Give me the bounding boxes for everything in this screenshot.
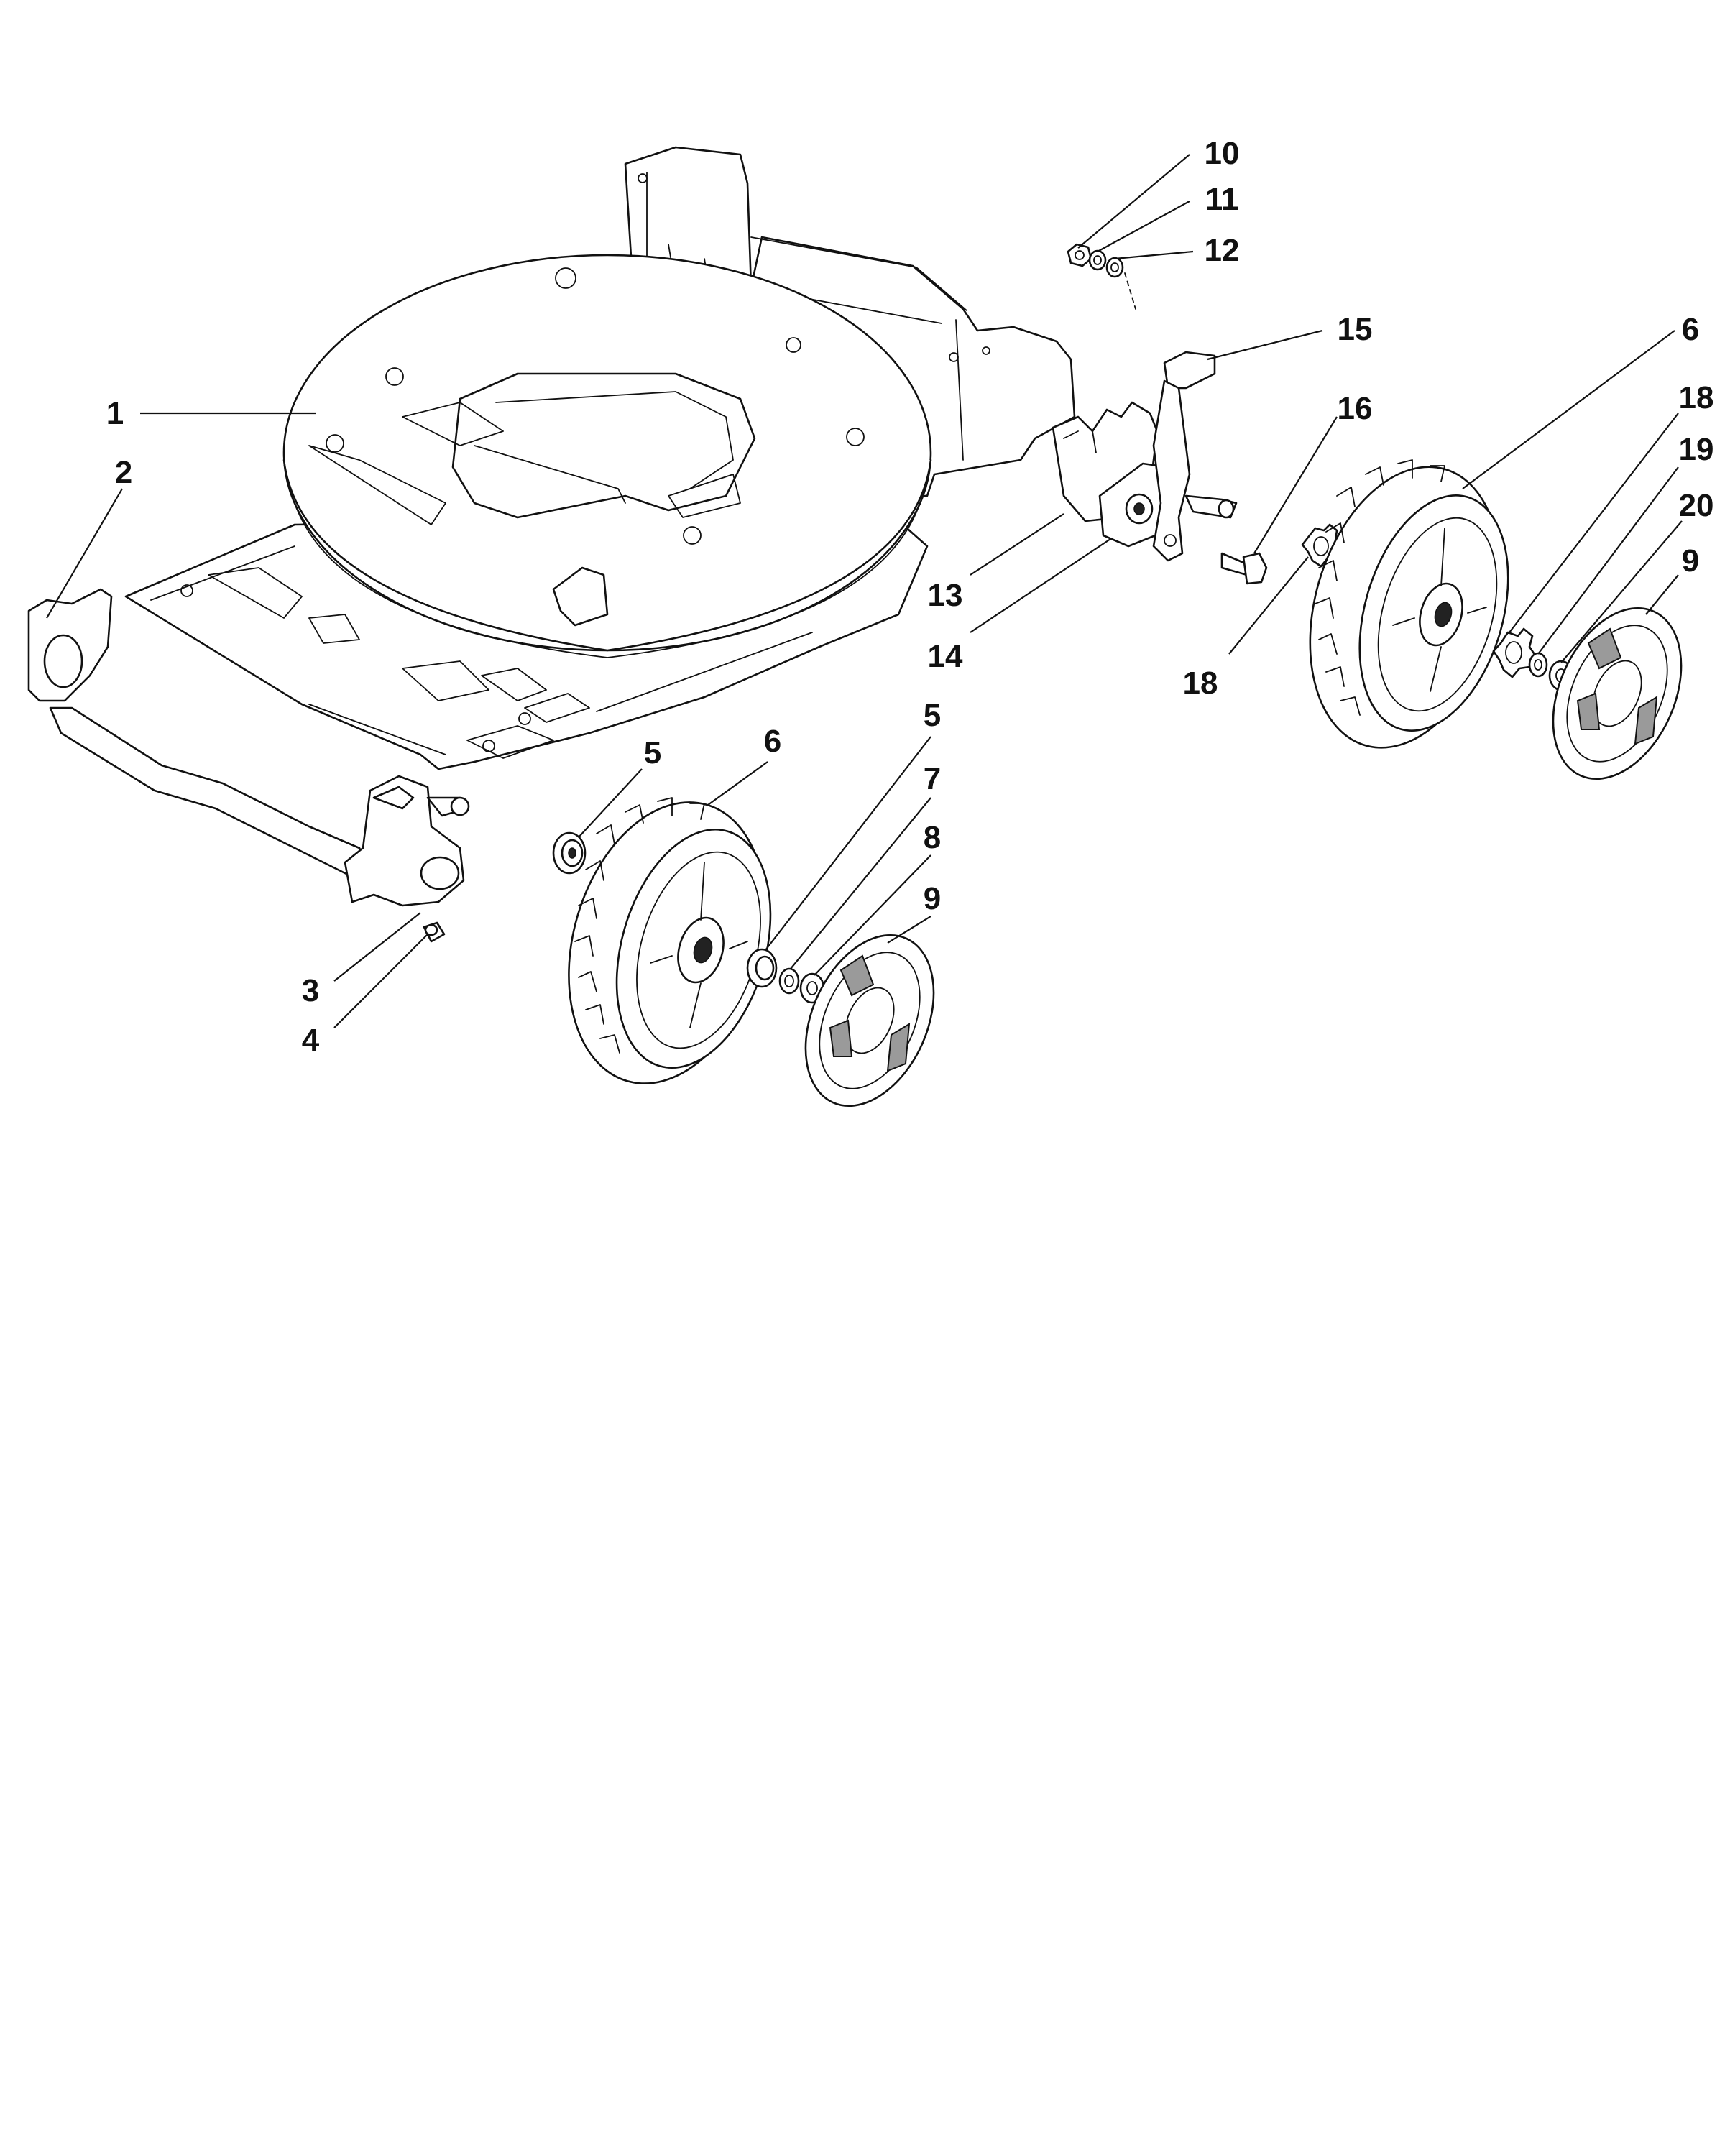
- leader-20: [1560, 520, 1683, 663]
- leader-9a: [887, 916, 932, 944]
- bearing-front-right: [746, 948, 778, 988]
- callout-7: 7: [924, 761, 941, 796]
- leader-5a: [578, 768, 643, 838]
- callout-4: 4: [302, 1023, 320, 1058]
- leader-13: [970, 513, 1064, 576]
- leader-16: [1254, 416, 1338, 554]
- callout-11: 11: [1205, 182, 1239, 217]
- leader-4: [334, 934, 428, 1028]
- callout-8: 8: [924, 820, 941, 855]
- leader-12: [1114, 250, 1194, 260]
- leader-19: [1537, 466, 1679, 655]
- spacer-top: [1105, 257, 1124, 278]
- height-lever: [1152, 351, 1238, 562]
- leader-6a: [707, 761, 768, 806]
- rear-wheel: [1309, 459, 1509, 749]
- deck: [124, 254, 932, 770]
- washer-front: [778, 967, 800, 995]
- callout-6-rear: 6: [1682, 312, 1699, 347]
- callout-16: 16: [1338, 391, 1373, 426]
- callout-20: 20: [1679, 488, 1714, 523]
- hub-cap-rear: [1552, 607, 1683, 780]
- leader-9b: [1645, 574, 1679, 615]
- screw: [423, 921, 446, 943]
- leader-10: [1077, 154, 1190, 249]
- washer-top: [1088, 249, 1107, 271]
- callout-15: 15: [1338, 312, 1373, 347]
- callout-5-front-left: 5: [644, 735, 661, 770]
- callout-6-front: 6: [764, 724, 781, 759]
- bearing-front-left: [552, 831, 586, 875]
- leader-5b: [765, 736, 932, 951]
- callout-19: 19: [1679, 432, 1714, 467]
- callout-2: 2: [115, 455, 132, 490]
- leader-14: [970, 538, 1111, 633]
- callout-12: 12: [1205, 233, 1240, 268]
- callout-9-front: 9: [924, 881, 941, 916]
- callout-18-left: 18: [1183, 665, 1218, 701]
- bolt: [1220, 552, 1268, 585]
- leader-11: [1097, 201, 1190, 252]
- washer-rear: [1528, 652, 1548, 678]
- bracket: [344, 775, 470, 907]
- callout-1: 1: [106, 396, 124, 431]
- leader-18a: [1509, 413, 1679, 633]
- leader-lines: [46, 154, 1683, 1028]
- callout-9-rear: 9: [1682, 543, 1699, 579]
- callout-5-front-right: 5: [924, 698, 941, 733]
- leader-6b: [1462, 330, 1675, 489]
- leader-3: [334, 912, 421, 982]
- callout-10: 10: [1205, 136, 1240, 171]
- leader-15: [1207, 329, 1323, 361]
- front-wheel: [568, 797, 772, 1084]
- callout-14: 14: [928, 639, 963, 674]
- leader-18b: [1228, 556, 1309, 655]
- leader-8: [814, 854, 932, 976]
- leader-7: [790, 797, 932, 969]
- callout-labels: 1 2 3 4 5 6 5 7 8 9 10 11 12 15 6 16 18 …: [106, 136, 1714, 1058]
- callout-18-rear: 18: [1679, 380, 1714, 415]
- callout-13: 13: [928, 578, 963, 613]
- leader-2: [46, 488, 123, 619]
- height-adjust-axle: [27, 588, 372, 878]
- callout-3: 3: [302, 973, 319, 1008]
- hub-cap-front: [804, 934, 935, 1107]
